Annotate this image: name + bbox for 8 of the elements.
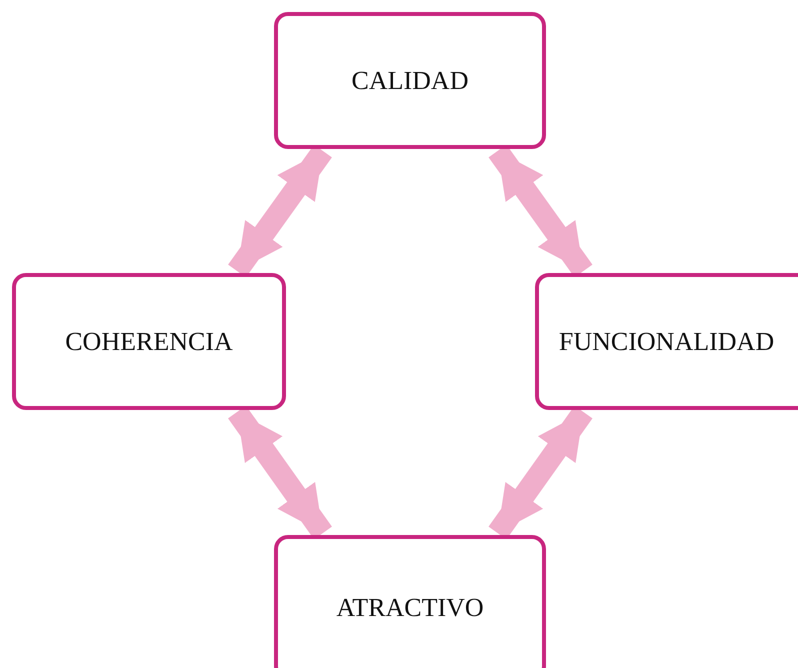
concept-label: FUNCIONALIDAD (558, 326, 774, 356)
concept-label: CALIDAD (352, 66, 468, 96)
concept-label: ATRACTIVO (336, 592, 484, 622)
concept-label: COHERENCIA (65, 326, 233, 356)
concept-box (274, 535, 546, 668)
concept-box (12, 273, 286, 410)
concept-box (274, 12, 546, 149)
concept-box (535, 273, 798, 410)
